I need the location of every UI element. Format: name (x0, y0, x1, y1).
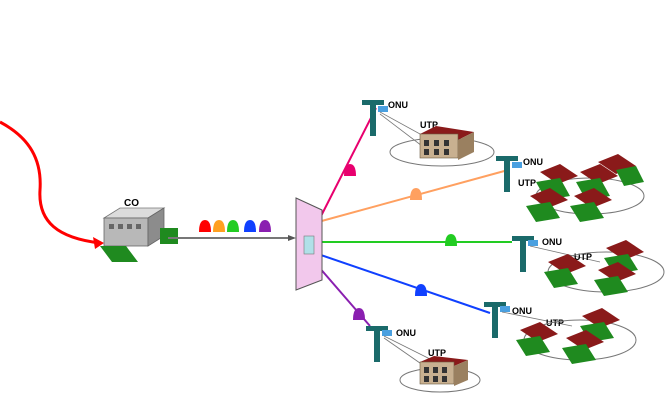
branch-marker-blue (415, 284, 427, 296)
branch-marker-purple (353, 308, 365, 320)
apartment-building-1 (419, 126, 474, 160)
onu-2-label: ONU (523, 157, 543, 167)
apartment-building-5 (419, 356, 468, 386)
branch-blue (317, 253, 491, 314)
trunk-arrow (288, 235, 296, 241)
wavelength-marker-purple (259, 220, 271, 232)
utp-4-label: UTP (546, 318, 564, 328)
onu-4: ONU UTP (484, 302, 637, 364)
central-office: CO (100, 198, 178, 262)
co-label: CO (124, 198, 139, 209)
branch-marker-green (445, 234, 457, 246)
optical-splitter (295, 197, 323, 291)
utp-1-label: UTP (420, 120, 438, 130)
onu-5: ONU UTP (366, 326, 481, 393)
utp-2-label: UTP (518, 178, 536, 188)
onu-3: ONU UTP (512, 236, 665, 296)
onu-3-label: ONU (542, 237, 562, 247)
utp-5-label: UTP (428, 348, 446, 358)
branch-marker-magenta (344, 164, 356, 176)
wavelength-marker-blue (244, 220, 256, 232)
branch-marker-orange (410, 188, 422, 200)
branch-magenta (317, 107, 377, 223)
wavelength-marker-orange (213, 220, 225, 232)
onu-4-label: ONU (512, 306, 532, 316)
utp-3-label: UTP (574, 252, 592, 262)
wavelength-marker-red (199, 220, 211, 232)
onu-1: ONU UTP (362, 100, 495, 167)
incoming-fiber-arrow (93, 237, 104, 249)
wavelength-markers (199, 220, 271, 232)
onu-1-label: ONU (388, 100, 408, 110)
onu-5-label: ONU (396, 328, 416, 338)
wavelength-marker-green (227, 220, 239, 232)
onu-2: ONU UTP (496, 154, 645, 222)
incoming-fiber (0, 120, 101, 245)
